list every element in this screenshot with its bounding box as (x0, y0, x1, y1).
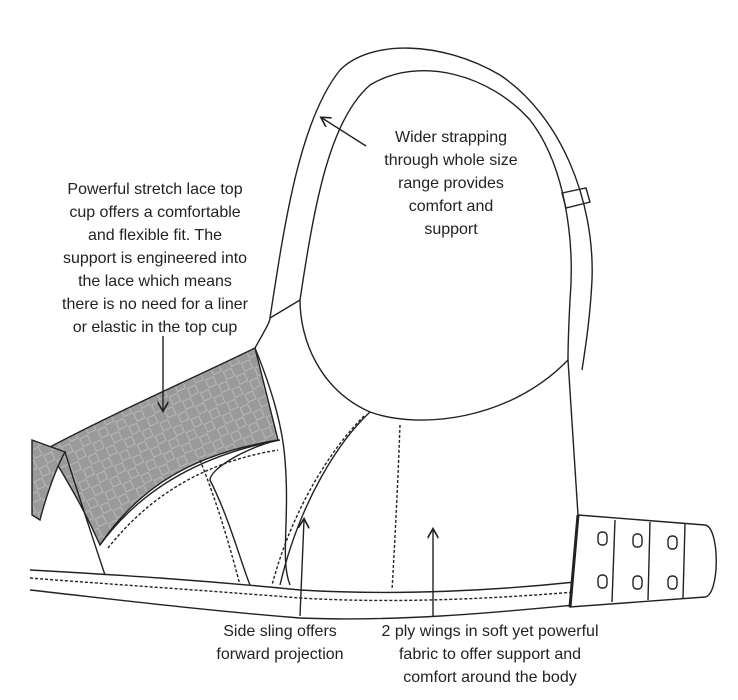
note-line: fabric to offer support and (398, 646, 582, 663)
note-line: Wider strapping (394, 129, 508, 146)
arrow-sling (300, 520, 304, 617)
note-line: Powerful stretch lace top (67, 181, 243, 198)
hook-eye-closure (568, 514, 717, 608)
note-line: Side sling offers (223, 623, 337, 640)
strap (269, 47, 593, 371)
strap-slider (561, 187, 591, 209)
note-line: forward projection (216, 646, 344, 663)
note-line: through whole size (384, 152, 518, 169)
wings-annotation: 2 ply wings in soft yet powerful fabric … (370, 620, 610, 689)
note-line: the lace which means (78, 273, 232, 290)
strap-annotation: Wider strapping through whole size range… (361, 126, 541, 241)
note-line: comfort around the body (403, 669, 577, 686)
note-line: 2 ply wings in soft yet powerful (381, 623, 599, 640)
arrow-strap (322, 118, 367, 147)
lace-top-cup (47, 346, 279, 547)
note-line: and flexible fit. The (87, 227, 222, 244)
note-line: support is engineered into (62, 250, 248, 267)
sling-annotation: Side sling offers forward projection (200, 620, 360, 666)
note-line: range provides (398, 175, 504, 192)
note-line: or elastic in the top cup (72, 319, 238, 336)
band (29, 569, 576, 594)
note-line: comfort and (408, 198, 494, 215)
note-line: support (424, 221, 478, 238)
lace-annotation: Powerful stretch lace top cup offers a c… (40, 178, 270, 339)
lace-left-cup (31, 439, 67, 522)
note-line: cup offers a comfortable (69, 204, 241, 221)
note-line: there is no need for a liner (62, 296, 248, 313)
